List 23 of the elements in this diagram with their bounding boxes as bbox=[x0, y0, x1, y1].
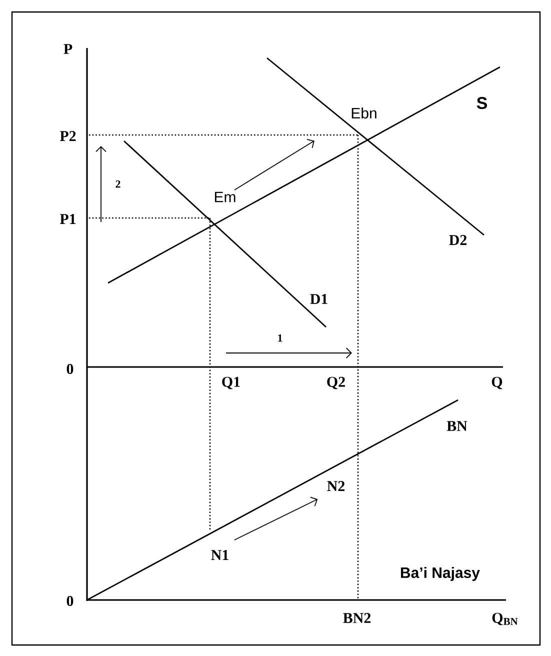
axis-label: Q$_{BN}$ bbox=[492, 612, 518, 626]
axis-label: BN2 bbox=[343, 613, 371, 623]
arrow bbox=[234, 138, 314, 190]
curve-label: BN bbox=[446, 421, 468, 431]
point-label: N2 bbox=[327, 481, 345, 491]
step-number: 2 bbox=[116, 180, 120, 188]
step-number: 1 bbox=[278, 334, 282, 342]
axis-label: P2 bbox=[60, 131, 76, 141]
axis-label: Q bbox=[492, 376, 502, 390]
origin-label: 0 bbox=[66, 596, 74, 606]
curve-label: D1 bbox=[310, 294, 328, 304]
axis-label: Q2 bbox=[327, 376, 345, 390]
curve-label: S bbox=[476, 96, 487, 110]
point-label: N1 bbox=[211, 550, 228, 560]
point-label: Em bbox=[214, 192, 236, 202]
axis-label: P bbox=[64, 44, 72, 54]
point-label: Ebn bbox=[352, 108, 376, 118]
area-label: Ba’i Najasy bbox=[400, 567, 480, 581]
arrow bbox=[234, 496, 318, 540]
axis-label: P1 bbox=[60, 214, 76, 224]
curve-label: D2 bbox=[449, 235, 466, 245]
origin-label: 0 bbox=[66, 364, 74, 374]
axis-label: Q1 bbox=[222, 376, 240, 390]
